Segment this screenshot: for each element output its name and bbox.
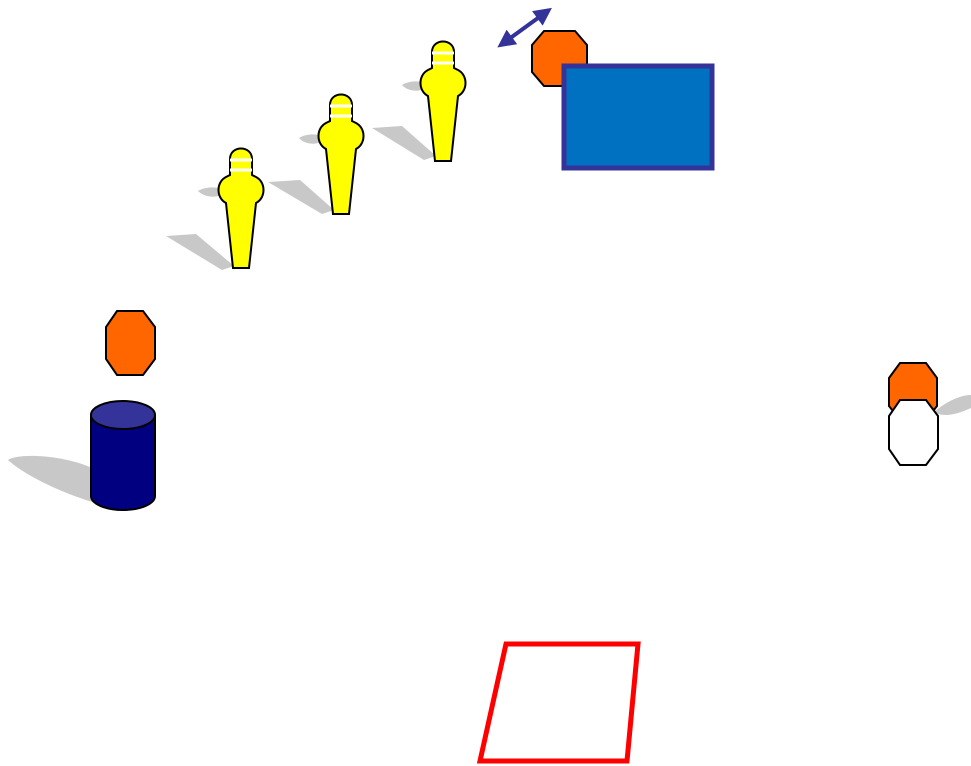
red-zone (480, 644, 638, 761)
barrel (91, 401, 155, 510)
mannequin-3 (421, 42, 466, 162)
mannequin-2-shadow (268, 180, 334, 214)
barrel-shadow (8, 456, 104, 505)
cone-left (106, 311, 155, 375)
blue-goal (564, 66, 712, 168)
mannequin-1-shadow (166, 234, 234, 270)
cone-right-empty (889, 400, 938, 465)
cone-right-shadow (934, 395, 971, 415)
mannequin-3-shadow (372, 126, 436, 160)
mannequin-2 (319, 95, 364, 215)
mannequin-1 (219, 149, 264, 269)
